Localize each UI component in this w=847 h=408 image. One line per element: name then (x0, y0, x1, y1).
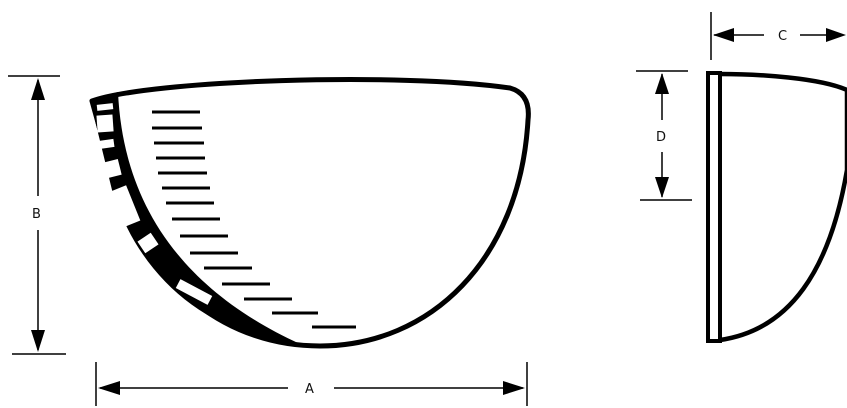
front-view (89, 77, 531, 349)
dim-b-arrow-up (31, 78, 45, 100)
dim-b-arrow-down (31, 330, 45, 352)
side-view (706, 71, 847, 343)
dim-d-label: D (656, 130, 666, 145)
dim-c-label: C (778, 29, 787, 44)
dim-c-arrow-left (713, 28, 734, 42)
front-hatching (152, 110, 356, 329)
dim-d-arrow-up (655, 73, 669, 94)
dim-d-arrow-down (655, 177, 669, 198)
dim-c-arrow-right (826, 28, 846, 42)
side-dome-profile (719, 71, 847, 343)
dimension-b (8, 75, 66, 355)
side-mount-plate (706, 71, 722, 343)
dimension-d (636, 70, 692, 201)
dim-a-arrow-left (98, 381, 120, 395)
dimension-c (710, 12, 846, 60)
rim-notches (96, 103, 213, 305)
front-dome-outline (89, 77, 531, 349)
dim-a-label: A (305, 382, 314, 397)
dim-b-label: B (32, 207, 41, 222)
dim-a-arrow-right (503, 381, 525, 395)
dimension-a (95, 362, 528, 406)
